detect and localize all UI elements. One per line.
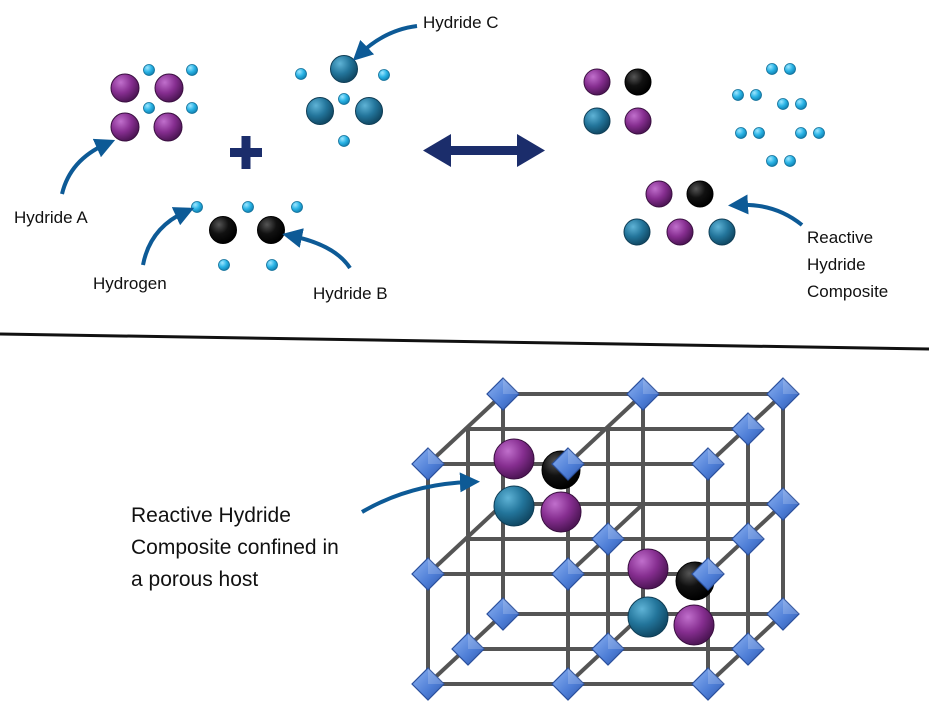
- hydrogen-atom: [186, 102, 198, 114]
- hydride-b-atom: [209, 216, 237, 244]
- hydride-a-atom: [153, 112, 183, 142]
- section-divider: [0, 332, 930, 351]
- hydrogen-atom: [795, 98, 807, 110]
- hydrogen-atom: [750, 89, 762, 101]
- hydrogen-atom: [291, 201, 303, 213]
- hydride-b-atom: [624, 68, 652, 96]
- hydride-b-pointer-arrow: [282, 228, 352, 270]
- hydride-a-atom: [540, 491, 582, 533]
- hydrogen-atom: [784, 155, 796, 167]
- hydride-c-atom: [627, 596, 669, 638]
- hydride-c-atom: [306, 97, 334, 125]
- hydride-c-atom: [708, 218, 736, 246]
- hydride-c-pointer-arrow: [352, 24, 418, 61]
- hydride-a-atom: [110, 73, 140, 103]
- hydrogen-atom: [338, 93, 350, 105]
- hydrogen-atom: [766, 63, 778, 75]
- hydride-c-atom: [583, 107, 611, 135]
- hydrogen-atom: [753, 127, 765, 139]
- hydride-c-cluster: [295, 55, 390, 147]
- hydrogen-atom: [784, 63, 796, 75]
- hydride-a-atom: [666, 218, 694, 246]
- hydrogen-atom: [795, 127, 807, 139]
- hydride-a-atom: [673, 604, 715, 646]
- rhc-label-line3: Composite: [807, 282, 888, 301]
- hydride-b-atom: [257, 216, 285, 244]
- hydrogen-atom: [218, 259, 230, 271]
- hydrogen-atom: [813, 127, 825, 139]
- hydrogen-atom: [143, 64, 155, 76]
- rhc-label-line1: Reactive: [807, 228, 873, 247]
- hydrogen-label: Hydrogen: [93, 274, 167, 293]
- hydrogen-atom: [191, 201, 203, 213]
- hydrogen-atom: [295, 68, 307, 80]
- hydride-a-pointer-arrow: [60, 138, 116, 195]
- hydride-b-cluster: [191, 201, 303, 271]
- hydride-a-cluster: [110, 64, 198, 142]
- hydrogen-atom: [186, 64, 198, 76]
- hydride-a-atom: [645, 180, 673, 208]
- reaction-arrow: [423, 134, 545, 167]
- hydrogen-atom: [338, 135, 350, 147]
- confined-label-line3: a porous host: [131, 568, 258, 591]
- hydride-c-label: Hydride C: [423, 13, 499, 32]
- hydrogen-atom: [143, 102, 155, 114]
- hydride-a-atom: [624, 107, 652, 135]
- hydride-a-atom: [583, 68, 611, 96]
- hydride-a-label: Hydride A: [14, 208, 88, 227]
- hydrogen-atom: [242, 201, 254, 213]
- hydride-a-atom: [110, 112, 140, 142]
- reactive-hydride-composite-cluster: [623, 180, 736, 246]
- product-cluster-small: [583, 68, 652, 135]
- hydride-c-atom: [623, 218, 651, 246]
- confined-composite-cluster-1: [493, 438, 582, 533]
- hydrogen-atom: [732, 89, 744, 101]
- rhc-label-line2: Hydride: [807, 255, 866, 274]
- hydrogen-atom: [378, 69, 390, 81]
- hydrogen-pointer-arrow: [141, 207, 195, 266]
- hydride-b-label: Hydride B: [313, 284, 388, 303]
- hydrogen-atom: [266, 259, 278, 271]
- hydride-b-atom: [686, 180, 714, 208]
- plus-sign: [230, 136, 262, 169]
- confined-pointer-arrow: [360, 472, 480, 514]
- hydrogen-atom: [735, 127, 747, 139]
- rhc-pointer-arrow: [728, 194, 804, 227]
- confined-label-line2: Composite confined in: [131, 536, 339, 559]
- released-hydrogen: [732, 63, 825, 167]
- hydride-a-atom: [627, 548, 669, 590]
- hydrogen-atom: [766, 155, 778, 167]
- hydride-c-atom: [355, 97, 383, 125]
- hydride-a-atom: [154, 73, 184, 103]
- hydride-a-atom: [493, 438, 535, 480]
- hydride-c-atom: [493, 485, 535, 527]
- confined-label-line1: Reactive Hydride: [131, 504, 291, 527]
- confined-composite-cluster-2: [627, 548, 715, 646]
- hydrogen-atom: [777, 98, 789, 110]
- hydride-c-atom: [330, 55, 358, 83]
